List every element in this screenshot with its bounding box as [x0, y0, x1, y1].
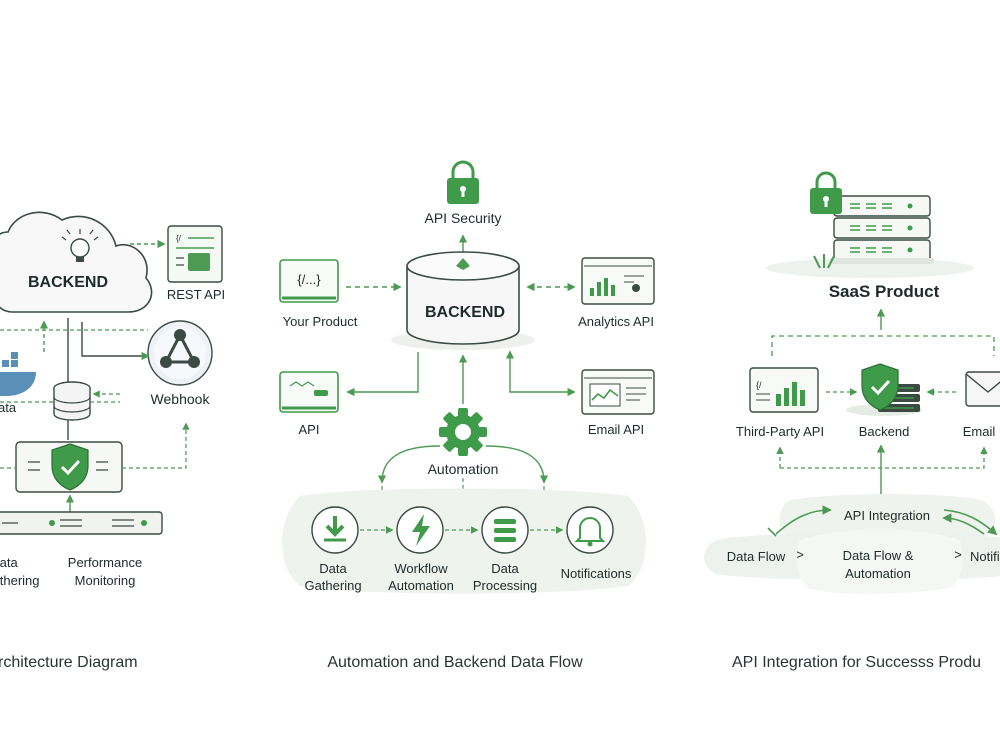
- email-api-card: [581, 369, 655, 415]
- panel-integration: SaaS Product {/ Third-Party API Backe: [704, 171, 1000, 671]
- bell-icon: [566, 506, 614, 554]
- performance-label-2: Monitoring: [75, 573, 136, 588]
- data-flow-automation-1: Data Flow &: [843, 548, 914, 563]
- your-product-card: {/...}: [279, 259, 339, 303]
- docker-icon: [0, 352, 36, 396]
- backend-cloud: [0, 211, 153, 313]
- rest-api-card: {/: [167, 225, 223, 283]
- sync-arrows-icon: [767, 505, 998, 537]
- lightning-icon: [396, 506, 444, 554]
- code-glyph: {/...}: [297, 272, 321, 287]
- data-flow-automation-2: Automation: [845, 566, 911, 581]
- email-icon: [965, 371, 1000, 407]
- step-processing-1: Data: [491, 561, 519, 576]
- data-gathering-label-1: Data: [0, 555, 18, 570]
- email-label: Email: [963, 424, 996, 439]
- third-party-api-card: {/: [749, 367, 819, 413]
- step-processing-2: Processing: [473, 578, 537, 593]
- backend-cylinder: [391, 251, 535, 350]
- svg-text:{/: {/: [176, 234, 182, 243]
- panel-architecture: BACKEND {/ REST API Webhook: [0, 211, 225, 671]
- saas-product-label: SaaS Product: [829, 282, 940, 301]
- step-notifications: Notifications: [561, 566, 632, 581]
- plant-icon: [813, 254, 835, 269]
- caption-architecture: rchitecture Diagram: [0, 654, 138, 671]
- api-card: [279, 371, 339, 413]
- step-workflow-1: Workflow: [394, 561, 448, 576]
- analytics-api-card: [581, 257, 655, 305]
- server-stack: [830, 195, 934, 264]
- panel-automation: API Security BACKEND {/...} Your Product: [279, 160, 655, 671]
- step-data-gathering-2: Gathering: [304, 578, 361, 593]
- step-data-gathering-1: Data: [319, 561, 347, 576]
- data-gathering-label-2: athering: [0, 573, 39, 588]
- rest-api-label: REST API: [167, 287, 225, 302]
- api-integration-label: API Integration: [844, 508, 930, 523]
- data-flow-label: Data Flow: [727, 549, 786, 564]
- backend-label: BACKEND: [28, 274, 108, 291]
- api-label: API: [299, 422, 320, 437]
- lock-icon: [447, 160, 479, 204]
- analytics-api-label: Analytics API: [578, 314, 654, 329]
- api-security-label: API Security: [424, 210, 501, 226]
- notifications-cut-label: Notifi: [970, 549, 1000, 564]
- download-icon: [311, 506, 359, 554]
- shield-check-icon: [861, 363, 899, 411]
- caption-automation: Automation and Backend Data Flow: [327, 654, 583, 671]
- processing-icon: [481, 506, 529, 554]
- webhook-icon: [147, 320, 213, 386]
- third-party-api-label: Third-Party API: [736, 424, 824, 439]
- webhook-label: Webhook: [151, 391, 211, 407]
- automation-label: Automation: [428, 461, 499, 477]
- backend-label: BACKEND: [425, 304, 505, 321]
- data-cut-label: ata: [0, 400, 17, 415]
- backend-label: Backend: [859, 424, 910, 439]
- gear-icon: [439, 408, 487, 456]
- server-bar: [0, 511, 163, 535]
- lock-icon: [810, 171, 842, 214]
- your-product-label: Your Product: [283, 314, 358, 329]
- shield-check-icon: [51, 443, 89, 491]
- arrow-glyph-2: >: [954, 547, 962, 562]
- svg-text:{/: {/: [756, 380, 762, 390]
- arrow-glyph-1: >: [796, 547, 804, 562]
- step-workflow-2: Automation: [388, 578, 454, 593]
- caption-integration: API Integration for Successs Produ: [732, 654, 981, 671]
- database-icon: [53, 381, 91, 421]
- lightbulb-icon: [61, 229, 99, 262]
- performance-label-1: Performance: [68, 555, 142, 570]
- email-api-label: Email API: [588, 422, 644, 437]
